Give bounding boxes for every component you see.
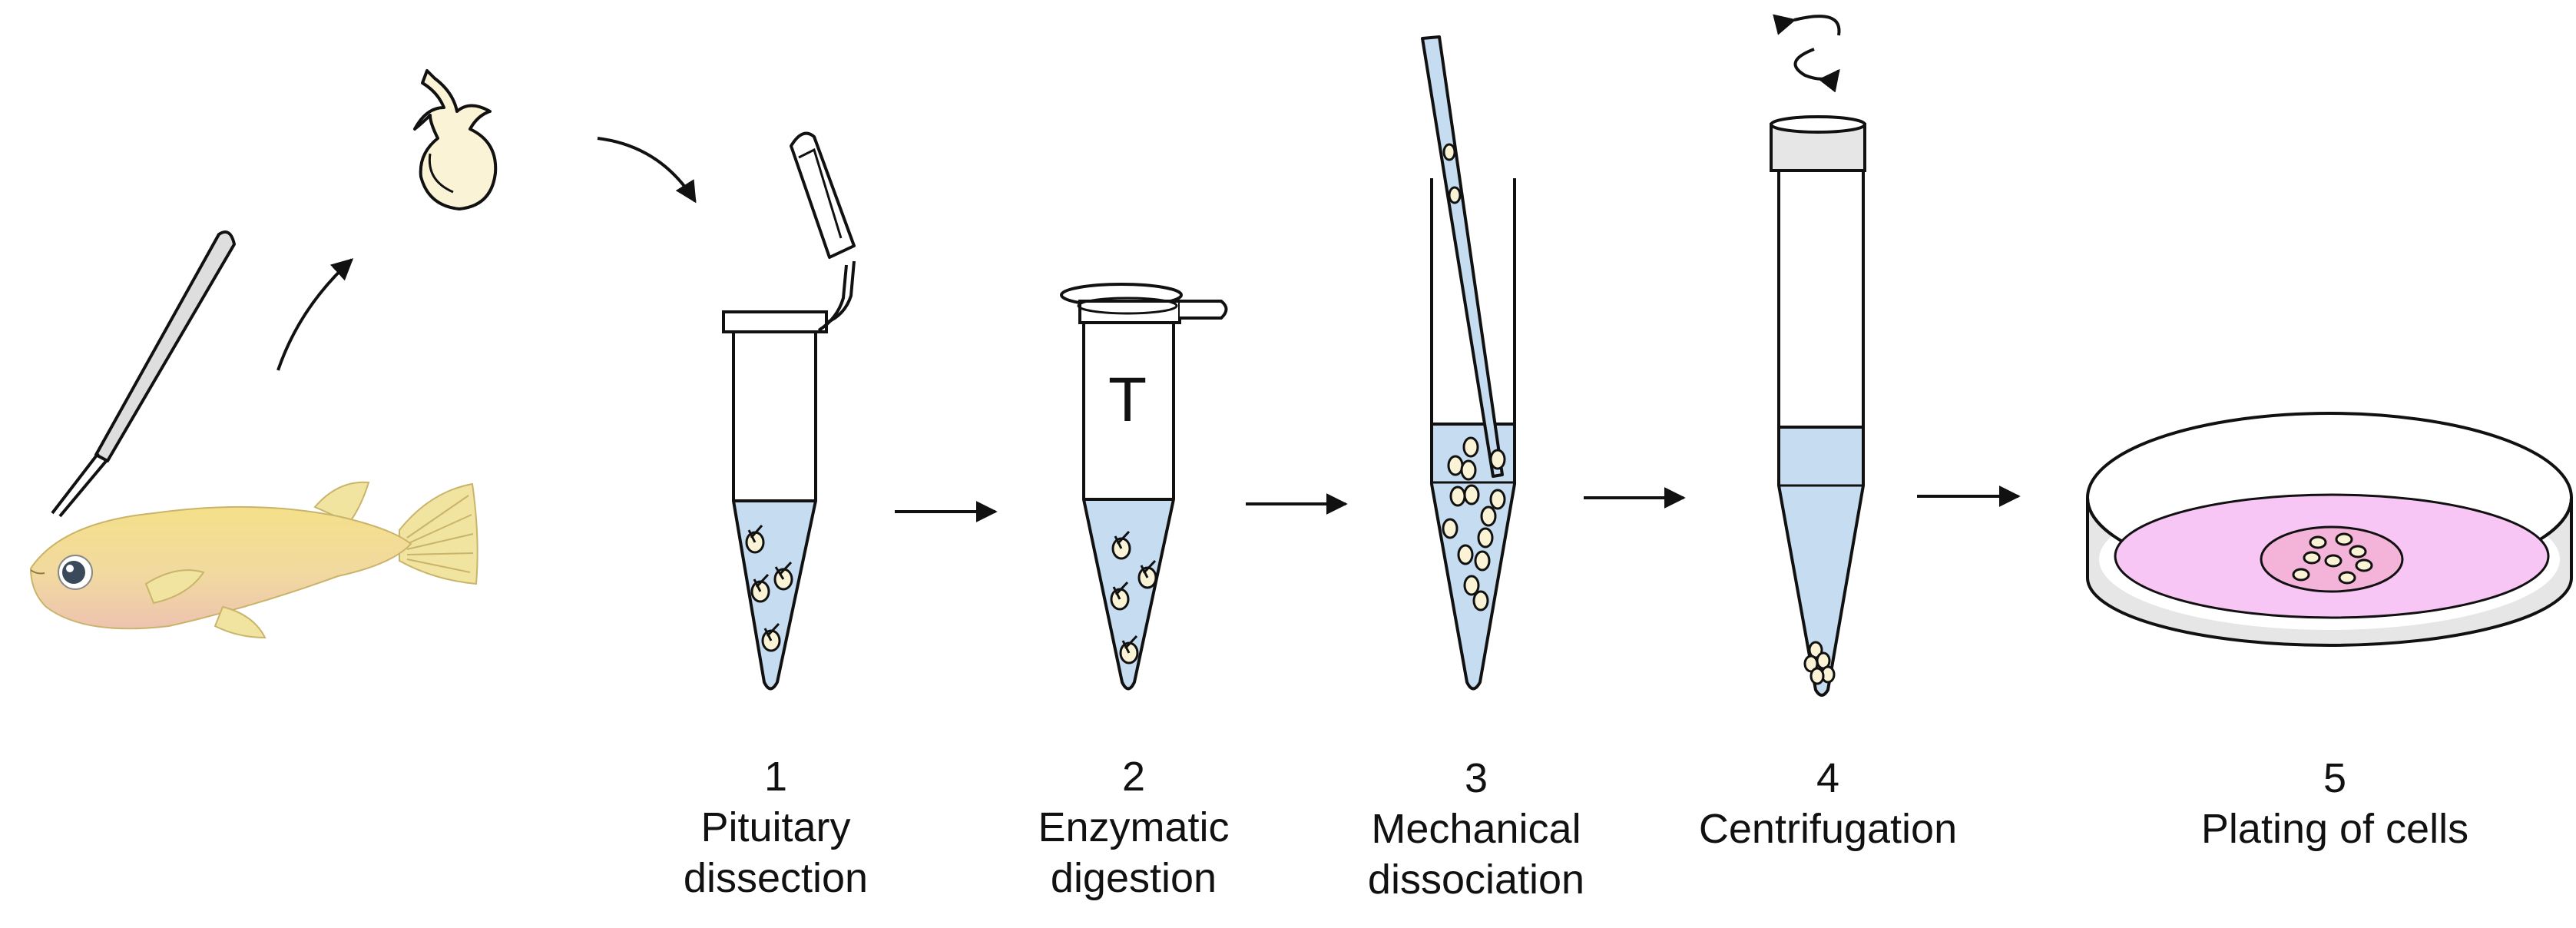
forceps-icon [51, 230, 236, 518]
pituitary-pieces [1110, 530, 1157, 665]
step-text-line: dissection [683, 855, 869, 901]
step-number: 4 [1816, 755, 1840, 801]
step-text-line: Centrifugation [1698, 806, 1958, 852]
step-number: 2 [1121, 754, 1146, 800]
step-text-line: Mechanical [1371, 806, 1581, 852]
step-text-line: Plating of cells [2200, 806, 2469, 852]
plated-cells [2292, 532, 2373, 585]
step-number: 5 [2323, 755, 2347, 801]
pipette-icon [1421, 35, 1504, 478]
medaka-fish-icon [29, 481, 478, 639]
tube-2: T [1060, 283, 1228, 691]
step-label-4: 4 Centrifugation [1674, 753, 1982, 854]
step-label-2: 2 Enzymatic digestion [1018, 751, 1249, 903]
step-text-line: dissociation [1367, 857, 1585, 903]
pituitary-gland-icon [413, 69, 498, 210]
tube-1 [722, 131, 856, 691]
step-label-1: 1 Pituitary dissection [661, 751, 891, 903]
step-number: 1 [763, 754, 788, 800]
step-text-line: Pituitary [700, 804, 851, 850]
curved-arrow-up [276, 258, 354, 371]
cells [1442, 143, 1506, 611]
curved-arrow-down [597, 137, 697, 204]
step-text-line: Enzymatic [1038, 804, 1230, 850]
step-number: 3 [1464, 755, 1488, 801]
step-label-5: 5 Plating of cells [2174, 753, 2496, 854]
pituitary-pieces [745, 525, 793, 652]
trypsin-letter: T [1108, 365, 1147, 435]
tube-4 [1770, 115, 1866, 697]
cell-pellet [1803, 641, 1836, 685]
step-text-line: digestion [1050, 855, 1217, 901]
petri-dish-icon [2086, 412, 2573, 647]
tube-3 [1421, 35, 1516, 691]
rotation-arrows-icon [1773, 14, 1841, 93]
step-label-3: 3 Mechanical dissociation [1346, 753, 1607, 905]
